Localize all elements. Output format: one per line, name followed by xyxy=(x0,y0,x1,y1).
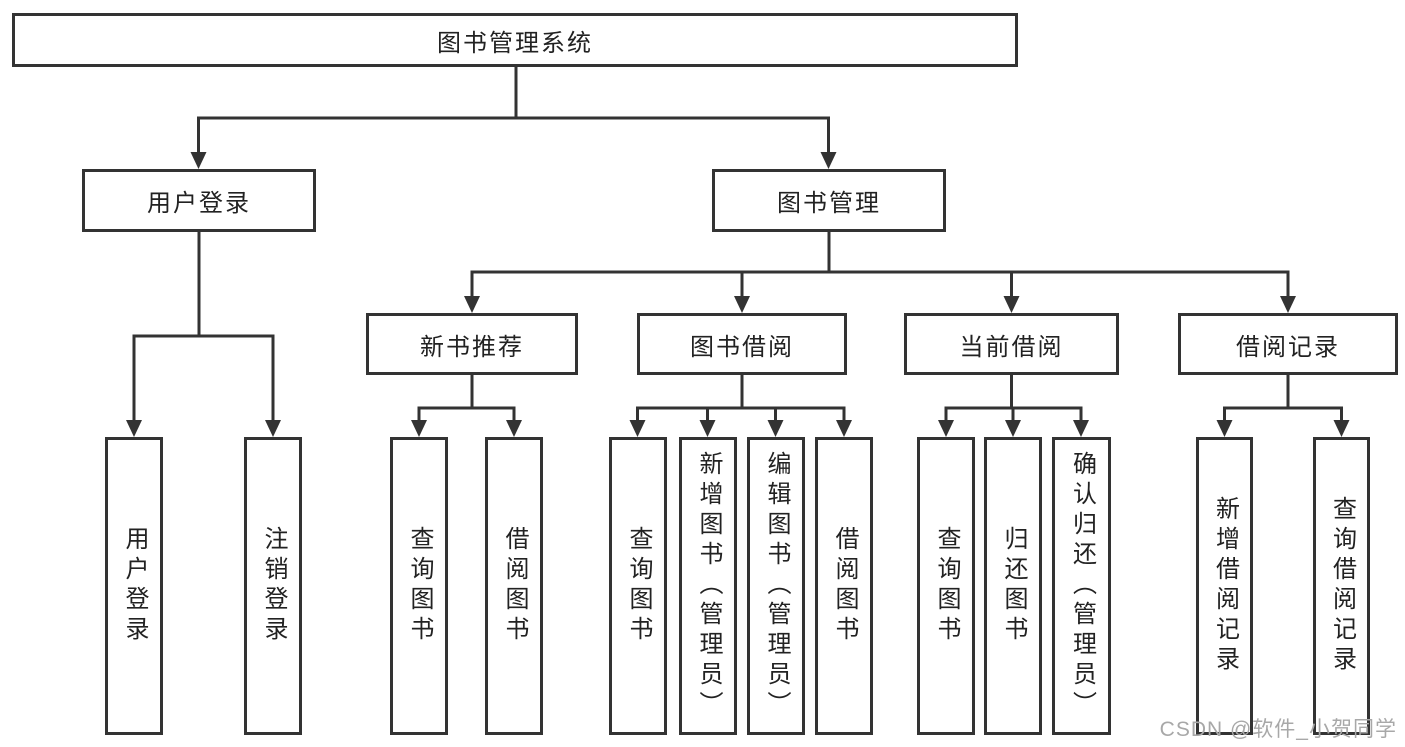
node-new-book-recommend: 新书推荐 xyxy=(366,313,578,375)
leaf-return-book-label: 归还图书 xyxy=(1000,526,1027,646)
node-root-label: 图书管理系统 xyxy=(437,29,593,57)
leaf-query-books-borrow-label: 查询图书 xyxy=(625,526,652,646)
leaf-add-borrow-record-label: 新增借阅记录 xyxy=(1211,496,1239,676)
leaf-query-books-recommend-label: 查询图书 xyxy=(406,526,433,646)
leaf-borrow-books: 借阅图书 xyxy=(815,437,873,735)
node-book-borrow: 图书借阅 xyxy=(637,313,847,375)
node-borrow-record: 借阅记录 xyxy=(1178,313,1398,375)
leaf-logout-label: 注销登录 xyxy=(260,526,287,646)
node-borrow-record-label: 借阅记录 xyxy=(1236,333,1340,361)
node-current-borrow: 当前借阅 xyxy=(904,313,1119,375)
leaf-confirm-return-admin-label: 确认归还（管理员） xyxy=(1068,451,1096,721)
leaf-logout: 注销登录 xyxy=(244,437,302,735)
leaf-borrow-books-recommend: 借阅图书 xyxy=(485,437,543,735)
node-book-borrow-label: 图书借阅 xyxy=(690,333,794,361)
node-book-management: 图书管理 xyxy=(712,169,946,232)
leaf-user-login: 用户登录 xyxy=(105,437,163,735)
leaf-query-books-borrow: 查询图书 xyxy=(609,437,667,735)
csdn-watermark: CSDN @软件_小贺同学 xyxy=(1159,718,1397,741)
node-current-borrow-label: 当前借阅 xyxy=(959,333,1064,361)
node-user-login: 用户登录 xyxy=(82,169,316,232)
leaf-edit-book-admin-label: 编辑图书（管理员） xyxy=(763,451,790,721)
leaf-add-book-admin-label: 新增图书（管理员） xyxy=(695,451,722,721)
leaf-borrow-books-label: 借阅图书 xyxy=(831,526,858,646)
leaf-query-books-current-label: 查询图书 xyxy=(933,526,960,646)
node-book-management-label: 图书管理 xyxy=(777,190,881,217)
leaf-borrow-books-recommend-label: 借阅图书 xyxy=(501,526,528,646)
leaf-user-login-label: 用户登录 xyxy=(121,526,148,646)
leaf-edit-book-admin: 编辑图书（管理员） xyxy=(747,437,805,735)
node-new-book-recommend-label: 新书推荐 xyxy=(420,333,524,361)
leaf-confirm-return-admin: 确认归还（管理员） xyxy=(1052,437,1111,735)
node-root: 图书管理系统 xyxy=(12,13,1018,67)
leaf-query-books-recommend: 查询图书 xyxy=(390,437,448,735)
leaf-query-borrow-record: 查询借阅记录 xyxy=(1313,437,1370,735)
node-user-login-label: 用户登录 xyxy=(147,190,251,217)
leaf-query-books-current: 查询图书 xyxy=(917,437,975,735)
leaf-add-book-admin: 新增图书（管理员） xyxy=(679,437,737,735)
leaf-query-borrow-record-label: 查询借阅记录 xyxy=(1328,496,1356,676)
leaf-return-book: 归还图书 xyxy=(984,437,1042,735)
leaf-add-borrow-record: 新增借阅记录 xyxy=(1196,437,1253,735)
